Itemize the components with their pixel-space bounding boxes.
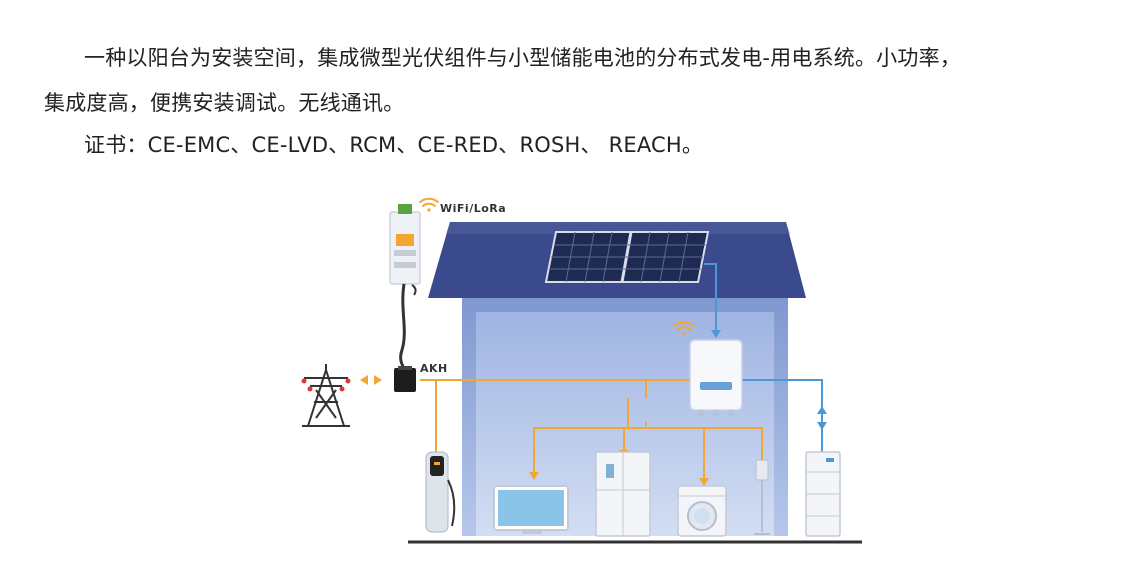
refrigerator <box>595 451 651 537</box>
description-paragraph-line2: 集成度高，便携安装调试。无线通讯。 <box>44 91 405 115</box>
certificates-line: 证书：CE-EMC、CE-LVD、RCM、CE-RED、ROSH、 REACH。 <box>84 133 704 157</box>
power-lines <box>420 379 763 480</box>
microinverter <box>689 339 743 416</box>
module-wifi-icon <box>419 197 439 212</box>
smart-meter-module <box>389 204 421 296</box>
wifi-lora-label: WiFi/LoRa <box>440 202 506 215</box>
floor-lamp <box>754 459 770 535</box>
television <box>493 485 569 534</box>
grid-tower-icon <box>302 364 350 427</box>
grid-tower-insulators <box>301 378 351 392</box>
balcony-pv-system-diagram: WiFi/LoRa AKH <box>301 197 862 544</box>
solar-panel <box>544 231 710 283</box>
data-lines <box>704 263 827 452</box>
akh-label: AKH <box>420 362 448 375</box>
battery-storage <box>805 451 841 537</box>
ev-charger <box>425 451 456 533</box>
akh-current-transformer <box>394 366 416 392</box>
ct-cable <box>399 283 406 371</box>
inverter-wifi-icon <box>673 321 695 336</box>
washing-machine <box>677 485 727 537</box>
description-paragraph-line1: 一种以阳台为安装空间，集成微型光伏组件与小型储能电池的分布式发电-用电系统。小功… <box>84 46 961 70</box>
